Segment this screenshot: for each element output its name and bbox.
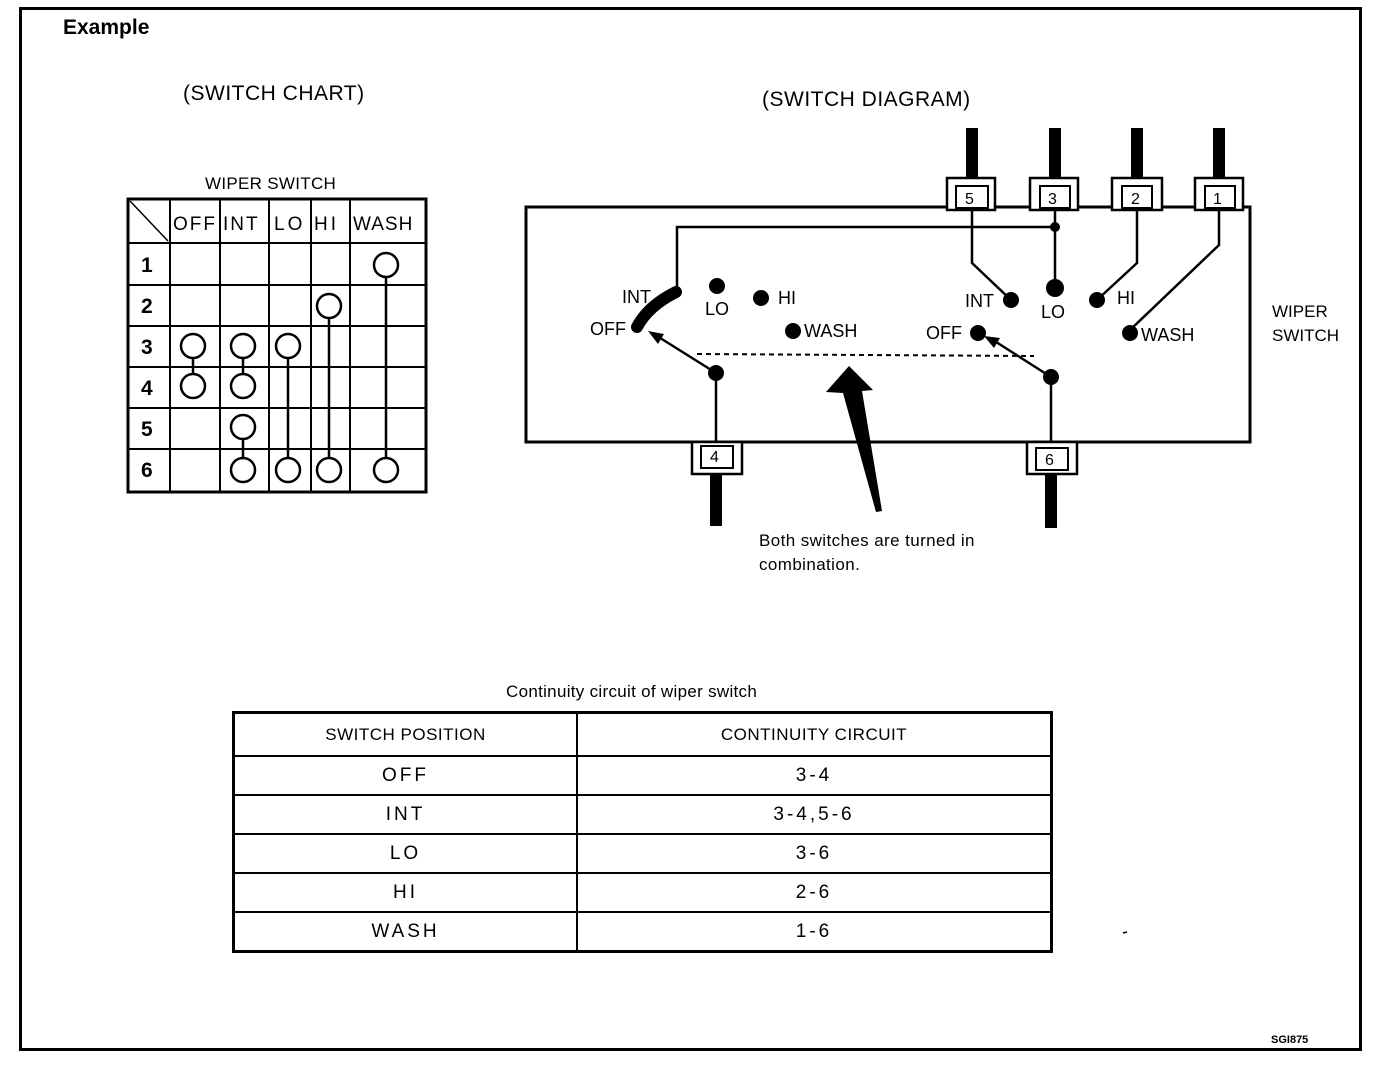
left-lever-arrowhead	[648, 331, 664, 344]
chart-circle-wash-6	[372, 456, 400, 484]
left-hi-contact	[753, 290, 769, 306]
left-int-label: INT	[622, 287, 651, 307]
left-off-label: OFF	[590, 319, 626, 339]
chart-row-6: 6	[141, 459, 153, 482]
chart-row-3: 3	[141, 336, 153, 359]
chart-col-hi: HI	[314, 214, 339, 235]
left-int-off-contact	[631, 286, 682, 333]
right-off-label: OFF	[926, 323, 962, 343]
terminal-1-label: 1	[1213, 191, 1222, 208]
continuity-caption: Continuity circuit of wiper switch	[506, 682, 758, 701]
wiper-switch-side-label-1: WIPER	[1272, 302, 1328, 321]
terminal-6-label: 6	[1045, 452, 1054, 469]
table-row: HI 2-6	[232, 872, 1053, 913]
chart-row-2: 2	[141, 295, 153, 318]
chart-col-lo: LO	[274, 214, 305, 235]
table-row: WASH 1-6	[232, 911, 1053, 953]
right-lever-arrowhead	[984, 336, 1000, 348]
continuity-table: SWITCH POSITION CONTINUITY CIRCUIT OFF 3…	[232, 711, 1053, 953]
right-off-contact	[970, 325, 986, 341]
continuity-header-row: SWITCH POSITION CONTINUITY CIRCUIT	[232, 711, 1053, 757]
chart-circle-hi-2	[315, 292, 343, 320]
chart-col-off: OFF	[173, 214, 217, 235]
chart-circle-int-4	[229, 372, 257, 400]
wiper-switch-chart-label: WIPER SWITCH	[205, 174, 337, 193]
right-wash-label: WASH	[1141, 325, 1194, 345]
chart-col-int: INT	[223, 214, 260, 235]
right-hi-contact	[1089, 292, 1105, 308]
combination-note-line-1: Both switches are turned in	[759, 531, 975, 550]
table-row: LO 3-6	[232, 833, 1053, 874]
left-wash-label: WASH	[804, 321, 857, 341]
right-wash-contact	[1122, 325, 1138, 341]
right-int-label: INT	[965, 291, 994, 311]
right-lo-label: LO	[1041, 302, 1065, 322]
left-wash-contact	[785, 323, 801, 339]
col-continuity-circuit: CONTINUITY CIRCUIT	[576, 711, 1053, 757]
position-cell: INT	[232, 794, 578, 835]
chart-circle-int-3	[229, 332, 257, 360]
terminal-5-label: 5	[965, 191, 974, 208]
terminal-4-label: 4	[710, 449, 719, 466]
chart-row-4: 4	[141, 377, 153, 400]
chart-circle-int-5	[229, 413, 257, 441]
combination-pointer-arrow	[826, 366, 882, 512]
chart-circle-off-4	[179, 372, 207, 400]
switch-chart-title: (SWITCH CHART)	[183, 82, 365, 105]
circuit-cell: 3-4	[576, 755, 1053, 796]
chart-row-1: 1	[141, 254, 153, 277]
position-cell: LO	[232, 833, 578, 874]
terminal-2-label: 2	[1131, 191, 1140, 208]
figure-code: SGI875	[1271, 1034, 1309, 1046]
table-row: INT 3-4,5-6	[232, 794, 1053, 835]
right-int-contact	[1003, 292, 1019, 308]
col-switch-position: SWITCH POSITION	[232, 711, 578, 757]
chart-continuity-marks	[179, 251, 400, 484]
chart-circle-int-6	[229, 456, 257, 484]
right-hi-label: HI	[1117, 288, 1135, 308]
circuit-cell: 3-4,5-6	[576, 794, 1053, 835]
chart-circle-lo-3	[274, 332, 302, 360]
combination-note-line-2: combination.	[759, 555, 861, 574]
combination-link-line	[696, 353, 1035, 357]
chart-circle-off-3	[179, 332, 207, 360]
left-lo-contact	[709, 278, 725, 294]
position-cell: WASH	[232, 911, 578, 953]
wiper-switch-side-label-2: SWITCH	[1272, 326, 1339, 345]
chart-circle-wash-1	[372, 251, 400, 279]
switch-diagram: 5 3 2 1 4 6	[524, 128, 1339, 528]
chart-circle-lo-6	[274, 456, 302, 484]
page-heading: Example	[63, 16, 150, 39]
chart-row-5: 5	[141, 418, 153, 441]
switch-chart-grid	[126, 197, 428, 494]
terminal-3-label: 3	[1048, 191, 1057, 208]
chart-circle-hi-6	[315, 456, 343, 484]
switch-diagram-title: (SWITCH DIAGRAM)	[762, 88, 971, 111]
circuit-cell: 2-6	[576, 872, 1053, 913]
circuit-cell: 1-6	[576, 911, 1053, 953]
combination-note: Both switches are turned in combination.	[759, 529, 975, 577]
chart-col-wash: WASH	[353, 214, 413, 235]
position-cell: HI	[232, 872, 578, 913]
position-cell: OFF	[232, 755, 578, 796]
page-frame	[19, 7, 1362, 1051]
stray-mark	[1122, 931, 1128, 934]
left-hi-label: HI	[778, 288, 796, 308]
table-row: OFF 3-4	[232, 755, 1053, 796]
right-lo-contact	[1046, 279, 1064, 297]
switch-body	[524, 205, 1252, 444]
circuit-cell: 3-6	[576, 833, 1053, 874]
left-lo-label: LO	[705, 299, 729, 319]
